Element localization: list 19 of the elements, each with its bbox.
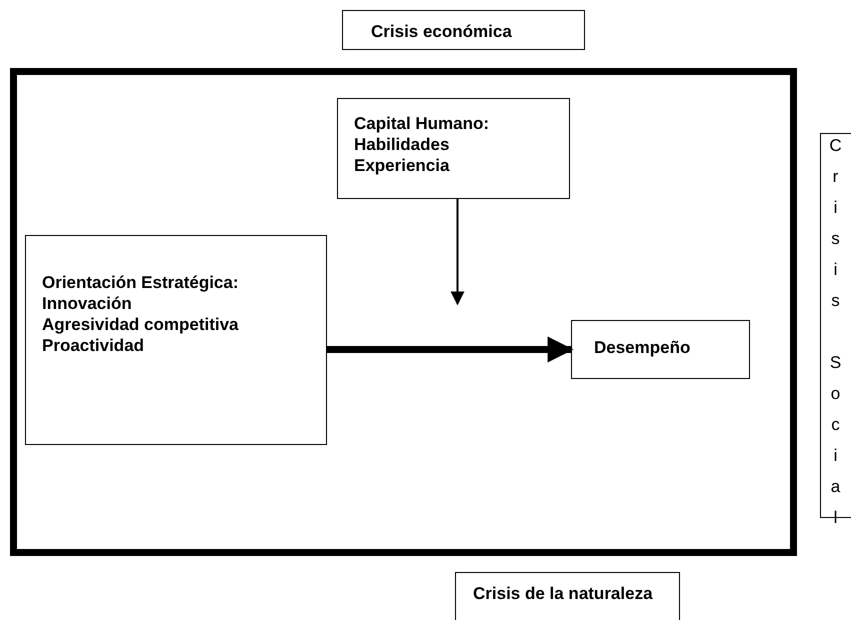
factor-box: [337, 98, 570, 199]
node-text: Proactividad: [42, 335, 146, 356]
node-text: Orientación Estratégica:: [42, 272, 240, 293]
node-text: Experiencia: [354, 155, 450, 176]
node-text: Crisis económica: [371, 21, 513, 42]
node-text: Agresividad competitiva: [42, 314, 240, 335]
frame-box: [10, 68, 797, 556]
arrow: [327, 336, 574, 362]
factor-box: [25, 235, 327, 445]
node-text: Habilidades: [354, 134, 450, 155]
arrow: [450, 199, 464, 306]
node-text: Crisis de la naturaleza: [473, 583, 654, 604]
node-text: Innovación: [42, 293, 133, 314]
outcome-box: [571, 320, 750, 379]
node-text: Capital Humano:: [354, 113, 490, 134]
label-box: [342, 10, 585, 50]
node-text: Desempeño: [594, 337, 692, 358]
label-box: [455, 572, 680, 620]
node-text: Crisis Social: [825, 136, 845, 539]
